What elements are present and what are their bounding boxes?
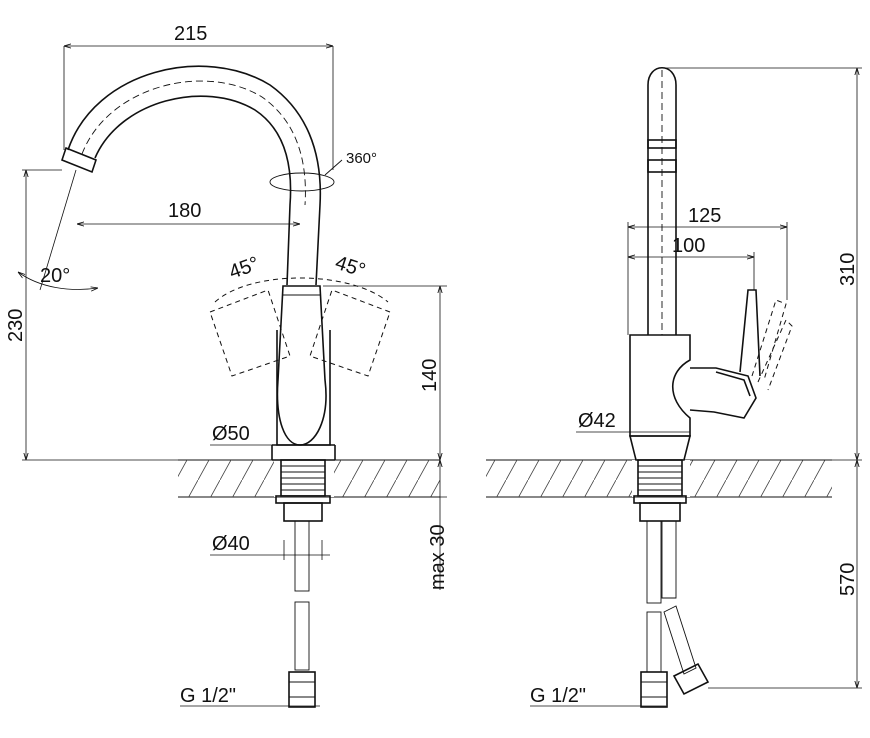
dim-label-310: 310 [837,253,859,286]
dim-label-125: 125 [688,205,721,227]
spout-front [61,65,343,286]
dimensions-side [530,67,862,707]
side-view: 125 100 310 Ø42 570 G 1/2" [486,67,862,708]
spout-side [647,67,677,335]
dim-label-max30: max 30 [427,524,449,590]
dim-label-45-right: 45° [332,252,368,282]
dim-label-215: 215 [174,23,207,45]
dim-label-d40: Ø40 [212,533,250,555]
dim-label-thread-right: G 1/2" [530,685,586,707]
thread-lines [281,465,325,491]
dim-label-570: 570 [837,563,859,596]
dim-label-45-left: 45° [226,253,262,284]
dim-label-180: 180 [168,200,201,222]
dim-label-140: 140 [419,359,441,392]
dim-label-d42: Ø42 [578,410,616,432]
dim-label-20: 20° [40,265,70,287]
dim-label-100: 100 [672,235,705,257]
dimensions-front [18,46,447,707]
dim-label-thread-left: G 1/2" [180,685,236,707]
body-side [628,289,793,708]
dim-label-230: 230 [5,309,27,342]
dim-label-360: 360° [346,150,377,167]
dim-label-d50: Ø50 [212,423,250,445]
front-view: 215 360° 180 20° 45° 45° 230 140 Ø50 Ø40… [5,23,449,708]
